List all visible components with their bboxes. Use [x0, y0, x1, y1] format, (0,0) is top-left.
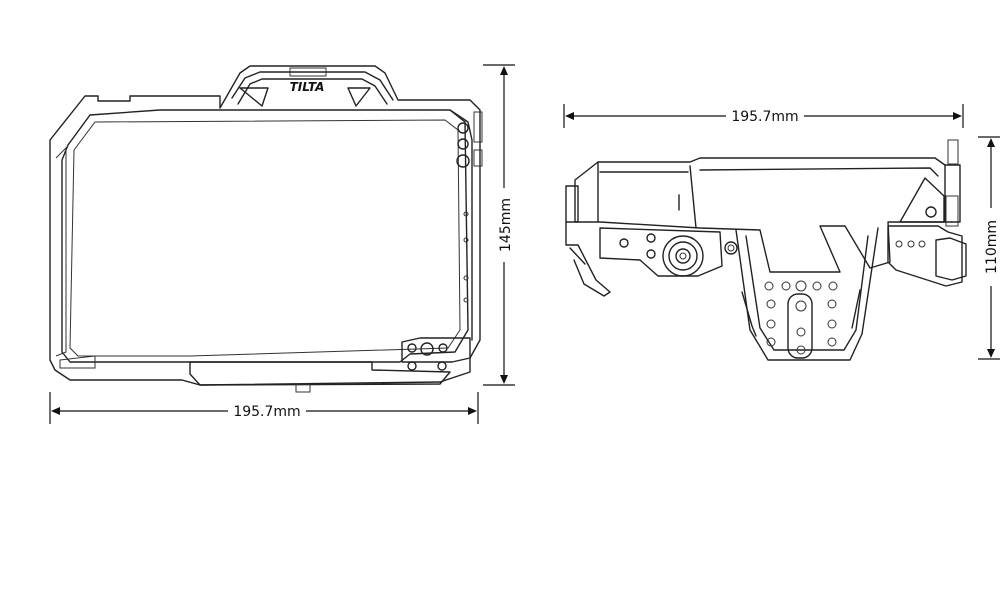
top-view-cage — [565, 139, 967, 361]
top-height-dimension: 110mm — [978, 136, 1000, 360]
tilta-logo: TILTA — [290, 80, 325, 94]
top-height-label: 110mm — [984, 220, 1000, 274]
front-view-cage: TILTA — [49, 65, 483, 393]
top-width-dimension: 195.7mm — [563, 104, 964, 128]
front-height-label: 145mm — [498, 198, 514, 252]
front-width-label: 195.7mm — [233, 404, 300, 420]
front-height-dimension: 145mm — [483, 64, 515, 386]
front-width-dimension: 195.7mm — [49, 392, 479, 424]
top-width-label: 195.7mm — [731, 109, 798, 125]
